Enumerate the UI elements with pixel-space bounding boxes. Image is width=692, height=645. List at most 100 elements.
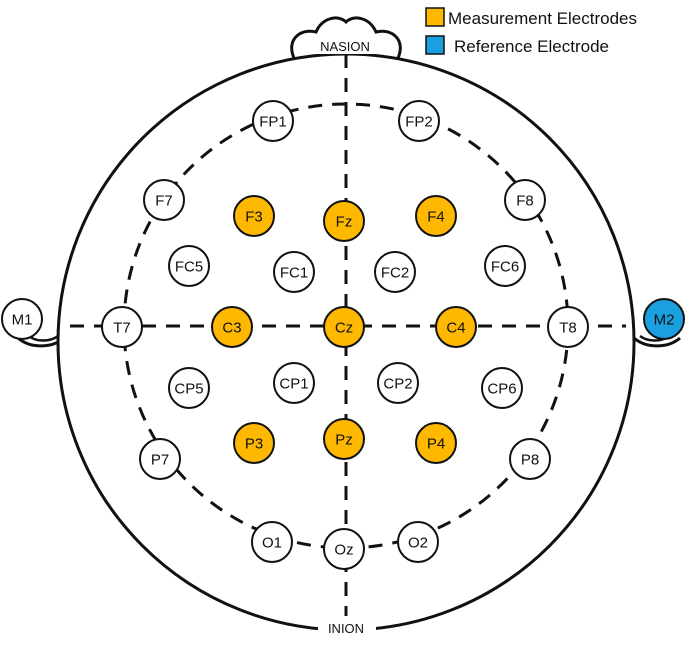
electrode-fp1: FP1 xyxy=(252,100,294,142)
electrode-p4-circle xyxy=(415,422,457,464)
electrode-f7: F7 xyxy=(143,179,185,221)
electrode-cp5-label: CP5 xyxy=(174,381,203,398)
electrode-cp6-circle xyxy=(481,367,523,409)
electrode-p7-circle xyxy=(139,438,181,480)
electrode-m2-circle xyxy=(643,298,685,340)
electrode-cp2-circle xyxy=(377,362,419,404)
electrode-o2: O2 xyxy=(397,521,439,563)
electrode-fc6: FC6 xyxy=(484,245,526,287)
legend-reference-label: Reference Electrode xyxy=(454,37,609,56)
electrode-oz: Oz xyxy=(323,528,365,570)
electrode-m2: M2 xyxy=(643,298,685,340)
electrode-cz: Cz xyxy=(323,306,365,348)
electrode-fc2-label: FC2 xyxy=(381,265,409,282)
electrode-o1-label: O1 xyxy=(262,535,282,552)
electrode-fz-circle xyxy=(323,200,365,242)
electrode-fp2-label: FP2 xyxy=(405,114,433,131)
electrode-cp2: CP2 xyxy=(377,362,419,404)
electrode-c3-circle xyxy=(211,306,253,348)
legend-reference-swatch xyxy=(425,35,445,55)
electrode-p8: P8 xyxy=(509,438,551,480)
electrode-f8: F8 xyxy=(504,179,546,221)
electrode-f3-circle xyxy=(233,195,275,237)
electrode-o2-label: O2 xyxy=(408,535,428,552)
electrode-oz-label: Oz xyxy=(334,542,353,559)
electrode-p3-circle xyxy=(233,422,275,464)
electrode-o2-circle xyxy=(397,521,439,563)
electrode-fc5-label: FC5 xyxy=(175,259,203,276)
electrode-fc5: FC5 xyxy=(168,245,210,287)
electrode-fc1: FC1 xyxy=(273,251,315,293)
electrode-m2-label: M2 xyxy=(654,312,675,329)
electrode-fz-label: Fz xyxy=(336,214,353,231)
electrode-t7-label: T7 xyxy=(113,320,131,337)
electrode-p7: P7 xyxy=(139,438,181,480)
right-ear-outer xyxy=(626,327,681,348)
electrode-f8-circle xyxy=(504,179,546,221)
legend-measurement-label: Measurement Electrodes xyxy=(448,9,637,28)
electrode-cp5: CP5 xyxy=(168,367,210,409)
electrode-pz-circle xyxy=(323,418,365,460)
nasion-label-bg xyxy=(312,36,378,54)
electrode-fc6-label: FC6 xyxy=(491,259,519,276)
electrode-t8-label: T8 xyxy=(559,320,577,337)
electrode-c3-label: C3 xyxy=(222,320,241,337)
electrode-f7-label: F7 xyxy=(155,193,173,210)
electrode-f7-circle xyxy=(143,179,185,221)
electrode-p3: P3 xyxy=(233,422,275,464)
electrode-t8: T8 xyxy=(547,306,589,348)
electrode-m1-circle xyxy=(1,298,43,340)
electrode-fp2-circle xyxy=(398,100,440,142)
electrode-c4-label: C4 xyxy=(446,320,465,337)
electrode-p4: P4 xyxy=(415,422,457,464)
electrode-fc1-circle xyxy=(273,251,315,293)
electrode-fp1-circle xyxy=(252,100,294,142)
electrode-fc2: FC2 xyxy=(374,251,416,293)
electrode-o1-circle xyxy=(251,521,293,563)
electrode-fc2-circle xyxy=(374,251,416,293)
electrode-pz-label: Pz xyxy=(335,432,353,449)
electrode-p8-label: P8 xyxy=(521,452,539,469)
electrode-fc1-label: FC1 xyxy=(280,265,308,282)
electrode-cp1-circle xyxy=(273,362,315,404)
electrode-fp1-label: FP1 xyxy=(259,114,287,131)
electrode-m1-label: M1 xyxy=(12,312,33,329)
electrode-t8-circle xyxy=(547,306,589,348)
inion-label-bg xyxy=(318,618,376,638)
electrode-p3-label: P3 xyxy=(245,436,263,453)
electrode-f8-label: F8 xyxy=(516,193,534,210)
electrode-t7: T7 xyxy=(101,306,143,348)
electrode-c4-circle xyxy=(435,306,477,348)
electrode-cz-label: Cz xyxy=(335,320,353,337)
electrode-fc6-circle xyxy=(484,245,526,287)
electrode-o1: O1 xyxy=(251,521,293,563)
electrode-oz-circle xyxy=(323,528,365,570)
electrode-p8-circle xyxy=(509,438,551,480)
electrode-pz: Pz xyxy=(323,418,365,460)
electrode-c4: C4 xyxy=(435,306,477,348)
electrode-cz-circle xyxy=(323,306,365,348)
legend-measurement-swatch xyxy=(425,7,445,27)
electrode-fc5-circle xyxy=(168,245,210,287)
electrode-cp1: CP1 xyxy=(273,362,315,404)
electrode-m1: M1 xyxy=(1,298,43,340)
electrode-p4-label: P4 xyxy=(427,436,445,453)
left-ear-inner xyxy=(29,334,59,342)
electrode-fp2: FP2 xyxy=(398,100,440,142)
electrode-f3-label: F3 xyxy=(245,209,263,226)
electrode-f3: F3 xyxy=(233,195,275,237)
legend: Measurement Electrodes Reference Electro… xyxy=(425,7,637,56)
electrode-cp1-label: CP1 xyxy=(279,376,308,393)
electrode-c3: C3 xyxy=(211,306,253,348)
electrode-t7-circle xyxy=(101,306,143,348)
electrode-cp5-circle xyxy=(168,367,210,409)
inion-label: INION xyxy=(328,621,364,636)
nasion-label: NASION xyxy=(320,39,370,54)
electrode-cp2-label: CP2 xyxy=(383,376,412,393)
electrode-f4: F4 xyxy=(415,195,457,237)
electrode-f4-label: F4 xyxy=(427,209,445,226)
electrode-cp6-label: CP6 xyxy=(487,381,516,398)
electrode-fz: Fz xyxy=(323,200,365,242)
electrode-cp6: CP6 xyxy=(481,367,523,409)
